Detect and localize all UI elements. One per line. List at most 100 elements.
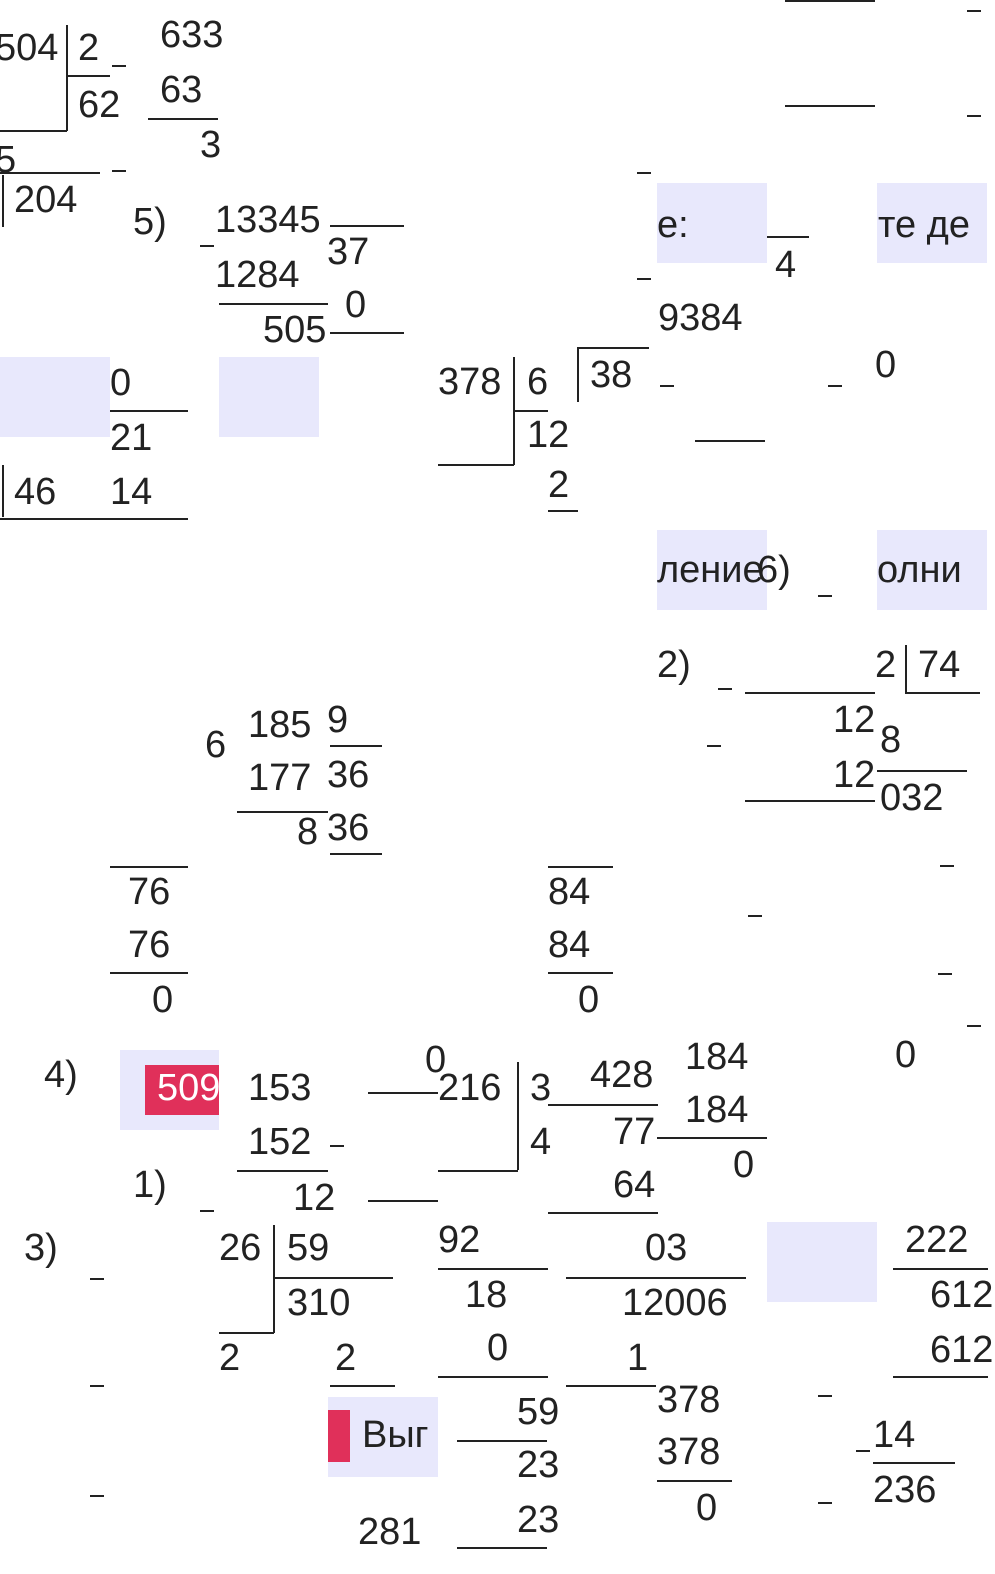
math-fragment: 92 [438,1219,481,1261]
math-fragment: 0 [425,1039,447,1081]
division-line [110,410,188,412]
division-line [330,332,404,334]
division-line [330,225,404,227]
division-line [905,692,980,694]
math-fragment: 38 [590,354,633,396]
math-fragment: 310 [287,1282,351,1324]
math-fragment: 0 [152,979,174,1021]
division-line [219,303,328,305]
division-line [438,1170,518,1172]
division-line [330,1385,395,1387]
division-line [368,1092,438,1094]
minus-sign [856,1450,870,1452]
math-fragment: 63 [160,69,203,111]
minus-sign [200,1210,214,1212]
math-fragment: 2) [657,644,691,686]
math-fragment: 2 [875,644,897,686]
division-line [438,1268,548,1270]
math-fragment: 4 [530,1121,552,1163]
math-fragment: 216 [438,1067,502,1109]
minus-sign [112,65,126,67]
minus-sign [828,385,842,387]
minus-sign [112,170,126,172]
division-line [548,1104,658,1106]
math-fragment: 2 [219,1337,241,1379]
math-fragment: 3 [200,124,222,166]
division-line [219,1332,274,1334]
math-fragment: 0 [578,979,600,1021]
division-line [548,1212,658,1214]
math-fragment: 84 [548,871,591,913]
math-fragment: 0 [696,1487,718,1529]
math-fragment: 2 [335,1337,357,1379]
math-fragment: 37 [327,231,370,273]
math-fragment: 222 [905,1219,969,1261]
math-fragment: 18 [465,1274,508,1316]
math-fragment: 23 [517,1499,560,1541]
math-fragment: 184 [685,1089,749,1131]
minus-sign [90,1385,104,1387]
minus-sign [940,865,954,867]
math-fragment: 177 [248,757,312,799]
math-fragment: 4) [44,1054,78,1096]
math-fragment: 6 [527,361,549,403]
math-fragment: 13345 [215,199,321,241]
math-fragment: 9384 [658,297,743,339]
minus-sign [967,1025,981,1027]
math-fragment: 378 [657,1379,721,1421]
math-fragment: 281 [358,1511,422,1553]
math-fragment: 9 [327,699,349,741]
minus-sign [967,115,981,117]
division-line [745,800,875,802]
math-fragment: 6) [757,549,791,591]
division-line [66,75,110,77]
division-line [513,410,548,412]
math-fragment: 2 [78,27,100,69]
division-line [657,1480,732,1482]
division-line [893,1268,988,1270]
division-line [438,464,514,466]
math-fragment: 74 [918,644,961,686]
math-fragment: 1) [133,1164,167,1206]
minus-sign [707,745,721,747]
division-line [877,770,967,772]
math-fragment: 76 [128,871,171,913]
math-fragment: 36 [327,754,370,796]
division-line [0,518,188,520]
math-fragment: 2 [548,464,570,506]
math-fragment: ление [657,549,764,591]
highlight-block [0,357,110,437]
division-line [577,347,649,349]
division-line [657,1137,767,1139]
math-fragment: олни [877,549,962,591]
math-fragment: 3 [530,1067,552,1109]
math-fragment: 03 [645,1227,688,1269]
math-fragment: 1 [627,1337,649,1379]
division-line [893,1376,988,1378]
division-line [457,1440,547,1442]
math-fragment: 12 [833,754,876,796]
division-line [548,510,578,512]
math-fragment: 152 [248,1121,312,1163]
minus-sign [818,1502,832,1504]
math-fragment: 612 [930,1329,994,1371]
math-fragment: 21 [110,417,153,459]
number-badge [328,1410,350,1462]
math-fragment: 8 [297,811,319,853]
division-line [566,1385,656,1387]
math-fragment: 153 [248,1067,312,1109]
division-line [548,972,613,974]
division-bar [905,645,907,693]
math-fragment: 5) [133,201,167,243]
math-fragment: 032 [880,777,944,819]
division-line [695,440,765,442]
math-fragment: 14 [873,1414,916,1456]
division-line [548,866,613,868]
math-fragment: 14 [110,471,153,513]
math-fragment: 12006 [622,1282,728,1324]
math-fragment: е: [657,204,689,246]
minus-sign [637,172,651,174]
division-line [0,130,67,132]
minus-sign [818,1395,832,1397]
division-line [745,692,875,694]
